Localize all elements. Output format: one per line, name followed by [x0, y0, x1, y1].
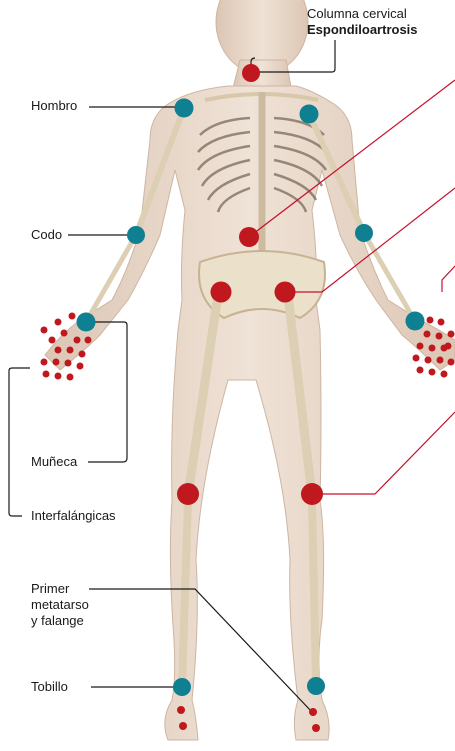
joint-elbow-right [127, 226, 145, 244]
toe-joint [179, 722, 187, 730]
finger-joint [49, 337, 56, 344]
leader-muneca [88, 322, 127, 462]
finger-joint [429, 369, 436, 376]
label-cervical-condition-text: Espondiloartrosis [307, 22, 418, 37]
finger-joint [53, 359, 60, 366]
finger-joint [65, 360, 72, 367]
joint-shoulder-right [175, 99, 194, 118]
finger-joint [43, 371, 50, 378]
joint-knee-left [301, 483, 323, 505]
finger-joint [67, 374, 74, 381]
joint-wrist-right [77, 313, 96, 332]
label-muneca: Muñeca [31, 454, 77, 470]
leader-interfalangicas [9, 368, 30, 516]
finger-joint [67, 347, 74, 354]
finger-joint [55, 373, 62, 380]
finger-joint [413, 355, 420, 362]
finger-joint [79, 351, 86, 358]
finger-joint [417, 367, 424, 374]
label-metatarso-1: Primer [31, 581, 69, 597]
label-cervical-title: Columna cervical [307, 6, 407, 22]
joint-lumbar [239, 227, 259, 247]
joint-knee-right [177, 483, 199, 505]
label-interfalangicas: Interfalángicas [31, 508, 116, 524]
joint-cervical [242, 64, 260, 82]
finger-joint [427, 317, 434, 324]
label-hombro: Hombro [31, 98, 77, 114]
joint-elbow-left [355, 224, 373, 242]
label-tobillo: Tobillo [31, 679, 68, 695]
leader-knee-red [312, 412, 455, 494]
joint-ankle-right [173, 678, 191, 696]
finger-joint [441, 371, 448, 378]
finger-joint [424, 331, 431, 338]
finger-joint [436, 333, 443, 340]
finger-joint [437, 357, 444, 364]
toe-joint [309, 708, 317, 716]
label-codo: Codo [31, 227, 62, 243]
finger-joint [69, 313, 76, 320]
joint-wrist-left [406, 312, 425, 331]
label-metatarso-2: metatarso [31, 597, 89, 613]
finger-joint [445, 343, 452, 350]
finger-joint [85, 337, 92, 344]
finger-joint [74, 337, 81, 344]
finger-joint [41, 327, 48, 334]
finger-joint [448, 359, 455, 366]
finger-joint [417, 343, 424, 350]
finger-joint [448, 331, 455, 338]
joint-shoulder-left [300, 105, 319, 124]
finger-joint [438, 319, 445, 326]
joint-ankle-left [307, 677, 325, 695]
joint-hip-left [275, 282, 296, 303]
toe-joint [312, 724, 320, 732]
joint-hip-right [211, 282, 232, 303]
finger-joint [429, 345, 436, 352]
toe-joint [177, 706, 185, 714]
leader-metatarso [89, 589, 312, 712]
body-silhouette [45, 0, 455, 740]
label-cervical-condition: Espondiloartrosis [307, 22, 418, 38]
finger-joint [77, 363, 84, 370]
label-metatarso-3: y falange [31, 613, 84, 629]
finger-joint [425, 357, 432, 364]
finger-joint [55, 347, 62, 354]
leader-hand-red [442, 266, 455, 292]
finger-joint [41, 359, 48, 366]
finger-joint [61, 330, 68, 337]
finger-joint [55, 319, 62, 326]
